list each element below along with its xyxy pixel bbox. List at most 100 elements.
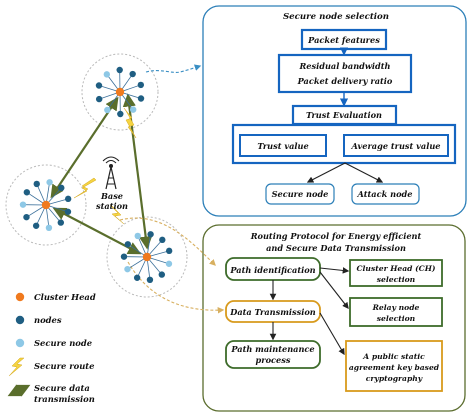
legend-secure-node: Secure node — [15, 338, 92, 348]
cluster-head-selection-line1: Cluster Head (CH) — [357, 264, 436, 273]
sensor-node — [95, 82, 103, 89]
path-maintenance-label-line1: Path maintenance — [230, 344, 314, 354]
sensor-node — [33, 180, 40, 188]
lightning-bottom — [109, 204, 125, 225]
path-identification-label: Path identification — [229, 265, 315, 275]
lightning-left — [73, 177, 97, 199]
routing-protocol-title-line2: and Secure Data Transmission — [266, 243, 406, 253]
sensor-node — [95, 95, 103, 103]
sensor-node — [23, 213, 30, 221]
cluster-head-node — [115, 87, 125, 97]
sensor-node — [117, 110, 124, 118]
sensor-node — [64, 195, 72, 203]
legend-secure-data: Secure data transmission — [7, 383, 95, 404]
double-arrow-icon — [7, 384, 31, 397]
node-icon — [15, 315, 25, 325]
dashed-link-to-path-identification — [119, 217, 216, 266]
lightning-icon — [8, 357, 25, 377]
routing-protocol-title-line1: Routing Protocol for Energy efficient — [250, 231, 422, 241]
secure-node — [45, 224, 53, 232]
packet-features-box: Packet features — [300, 28, 388, 51]
arrow-to-secure-node — [306, 162, 346, 183]
path-maintenance-box: Path maintenance process — [225, 340, 321, 369]
trust-evaluation-label: Trust Evaluation — [306, 110, 382, 120]
cluster-head-selection-line2: selection — [377, 275, 416, 284]
sensor-node — [23, 189, 31, 196]
arrow-data-to-cryptography — [319, 312, 345, 356]
average-trust-value-label: Average trust value — [350, 141, 440, 151]
sensor-node — [120, 253, 128, 260]
arrow-path-to-cluster-head — [319, 267, 350, 274]
base-station: Base station — [96, 156, 128, 211]
legend-nodes-label: nodes — [34, 315, 62, 325]
feature-metrics-box: Residual bandwidth Packet delivery ratio — [277, 53, 413, 94]
lightning-top — [123, 107, 137, 139]
network-area: Base station — [5, 53, 225, 314]
secure-node-result-label: Secure node — [272, 189, 329, 199]
secure-node — [129, 106, 137, 113]
packet-delivery-ratio-label: Packet delivery ratio — [297, 76, 393, 86]
cluster-top — [95, 66, 145, 118]
lightning-links — [73, 107, 137, 225]
packet-features-label: Packet features — [307, 35, 380, 45]
secure-node — [124, 265, 131, 273]
secure-node — [104, 106, 111, 114]
sensor-node — [58, 184, 65, 192]
public-key-cryptography-box: A public static agreement key based cryp… — [345, 340, 443, 392]
secure-routes — [50, 93, 153, 255]
public-key-line1: A public static — [362, 352, 425, 361]
sensor-node — [129, 70, 136, 78]
base-station-icon — [102, 156, 120, 190]
attack-node-result-box: Attack node — [351, 183, 420, 205]
cluster-ranges — [5, 53, 188, 298]
arrow-to-attack-node — [344, 162, 384, 183]
base-station-label-line2: station — [96, 201, 128, 211]
route-top-to-bottom — [122, 93, 153, 250]
legend-cluster-head: Cluster Head — [15, 292, 96, 302]
base-station-label-line1: Base — [100, 191, 123, 201]
sensor-node — [165, 247, 173, 255]
trust-value-label: Trust value — [257, 141, 308, 151]
secure-node-result-box: Secure node — [265, 183, 335, 205]
secure-node — [19, 201, 27, 208]
sensor-node — [137, 81, 145, 89]
arrow-path-to-relay — [319, 271, 349, 310]
residual-bandwidth-label: Residual bandwidth — [298, 61, 390, 71]
data-transmission-box: Data Transmission — [225, 300, 321, 323]
legend-secure-route-label: Secure route — [34, 361, 95, 371]
cluster-head-node — [41, 200, 51, 210]
sensor-node — [124, 241, 132, 248]
secure-node-icon — [15, 338, 25, 348]
sensor-node — [133, 274, 141, 281]
trust-evaluation-box: Trust Evaluation — [291, 104, 398, 126]
secure-node — [165, 260, 173, 267]
sensor-node — [64, 208, 72, 215]
dashed-link-to-data-transmission — [127, 261, 225, 314]
attack-node-result-label: Attack node — [357, 189, 413, 199]
cluster-head-node — [142, 252, 152, 262]
path-identification-box: Path identification — [225, 257, 321, 281]
public-key-line2: agreement key based — [349, 363, 440, 372]
sensor-node — [146, 276, 154, 284]
cluster-left — [19, 179, 72, 232]
sensor-node — [57, 219, 65, 226]
secure-node — [134, 232, 141, 240]
public-key-line3: cryptography — [366, 374, 423, 383]
legend-secure-node-label: Secure node — [34, 338, 92, 348]
sensor-node — [159, 236, 166, 244]
sensor-node — [137, 95, 145, 102]
sensor-node — [32, 222, 40, 229]
dashed-link-to-secure-selection — [145, 64, 202, 73]
cluster-bottom — [120, 231, 173, 284]
legend-cluster-head-label: Cluster Head — [34, 292, 96, 302]
legend: Cluster Head nodes Secure node Secure ro… — [7, 292, 96, 404]
legend-secure-data-line2: transmission — [34, 394, 95, 404]
trust-values-container: Trust value Average trust value — [231, 123, 457, 165]
legend-nodes: nodes — [15, 315, 62, 325]
path-maintenance-label-line2: process — [256, 355, 291, 365]
cluster-head-icon — [15, 292, 25, 302]
secure-node — [46, 179, 53, 186]
secure-node-selection-panel: Secure node selection Packet features Re… — [202, 5, 467, 217]
routing-protocol-panel: Routing Protocol for Energy efficient an… — [202, 224, 466, 412]
